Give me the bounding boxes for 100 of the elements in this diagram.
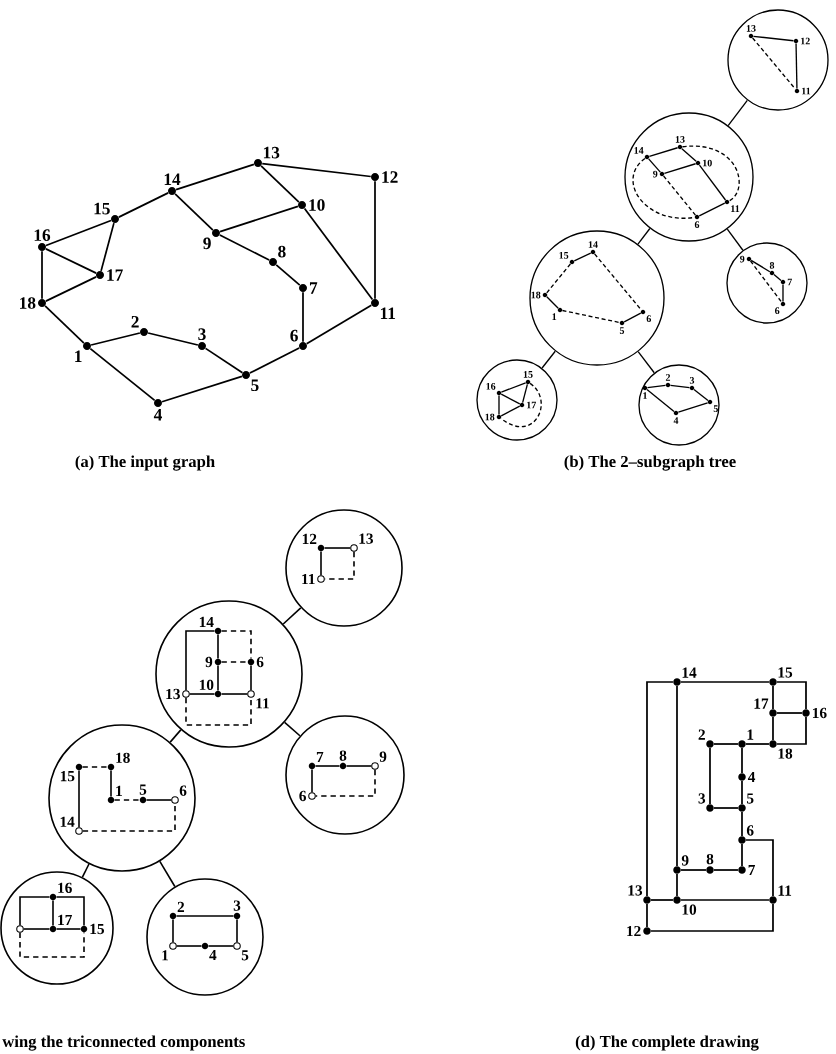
graph-vertex: 6 — [171, 785, 187, 804]
graph-vertex: 18 — [531, 291, 548, 299]
node-label: 12 — [627, 925, 641, 937]
graph-vertex: 6 — [290, 329, 307, 350]
edge-line — [681, 148, 697, 162]
edge-line — [89, 347, 156, 402]
edge-line — [776, 716, 807, 745]
tree-edge — [283, 721, 301, 737]
edge-line — [314, 765, 341, 767]
node-label: 11 — [731, 205, 740, 212]
graph-vertex: 15 — [94, 202, 119, 223]
edge-line — [521, 383, 529, 404]
graph-vertex: 17 — [754, 698, 777, 717]
graph-vertex: 14 — [634, 147, 650, 160]
edge-line — [545, 263, 572, 294]
edge-line — [219, 205, 299, 233]
node-label: 5 — [251, 379, 259, 392]
graph-vertex: 6 — [738, 825, 754, 844]
edge-line — [650, 903, 774, 932]
graph-vertex: 10 — [199, 679, 222, 698]
component-circle — [624, 112, 754, 242]
component-circle — [0, 871, 114, 985]
edge-line — [677, 402, 709, 413]
graph-vertex: 16 — [802, 707, 827, 719]
edge-line — [741, 780, 743, 805]
node-label: 9 — [203, 237, 211, 250]
graph-vertex: 3 — [698, 793, 714, 812]
edge-line — [45, 219, 112, 247]
edge-line — [236, 918, 238, 943]
edge-line — [260, 165, 300, 203]
tree-edge — [159, 860, 176, 888]
edge-line — [573, 252, 592, 262]
graph-vertex: 18 — [769, 740, 793, 759]
node-label: 5 — [746, 793, 754, 804]
edge-line — [776, 681, 807, 710]
graph-vertex: 4 — [673, 410, 679, 424]
component-circle — [529, 230, 665, 366]
node-label: 9 — [653, 170, 658, 178]
edge-line — [741, 747, 743, 774]
node-label: 8 — [706, 853, 714, 865]
node-label: 4 — [209, 950, 217, 961]
edge-line — [176, 945, 203, 947]
component-circle — [48, 724, 196, 872]
edge-line — [741, 843, 743, 867]
edge-line — [41, 250, 43, 300]
edge-line — [314, 769, 376, 797]
edge-line — [650, 899, 674, 901]
edge-line — [220, 693, 248, 695]
node-label: 15 — [90, 923, 105, 935]
component-circle — [285, 509, 403, 627]
edge-line — [782, 283, 784, 303]
node-label: 5 — [139, 784, 147, 795]
node-label: 2 — [131, 315, 139, 328]
node-label: 1 — [75, 350, 82, 363]
node-label: 6 — [179, 785, 187, 796]
edge-line — [189, 693, 216, 695]
graph-vertex: 15 — [80, 923, 105, 935]
node-label: 3 — [689, 377, 695, 384]
node-label: 1 — [552, 313, 557, 320]
edge-line — [145, 799, 172, 801]
graph-vertex: 2 — [698, 729, 714, 748]
edge-line — [217, 633, 219, 660]
graph-vertex: 7 — [780, 278, 792, 286]
edge-line — [44, 276, 98, 302]
graph-vertex: 11 — [794, 87, 811, 95]
node-label: 4 — [673, 417, 679, 424]
graph-vertex: 11 — [371, 299, 396, 319]
node-label: 15 — [60, 771, 75, 782]
edge-line — [646, 388, 675, 413]
graph-vertex: 1 — [107, 785, 122, 804]
graph-vertex: 1 — [75, 342, 91, 362]
node-label: 6 — [256, 656, 264, 668]
graph-vertex: 18 — [107, 752, 130, 771]
tree-edge — [727, 99, 748, 127]
graph-vertex: 14 — [673, 667, 697, 686]
edge-line — [175, 915, 235, 917]
component-circle — [146, 878, 264, 996]
edge-line — [623, 312, 642, 323]
graph-vertex: 2 — [665, 374, 671, 388]
edge-line — [749, 260, 783, 303]
edge-line — [81, 766, 109, 768]
graph-vertex: 12 — [302, 533, 325, 552]
edge-line — [218, 234, 271, 261]
graph-vertex: 9 — [653, 170, 665, 178]
node-label: 14 — [682, 667, 697, 678]
graph-vertex: 1 — [642, 385, 648, 399]
node-label: 5 — [713, 405, 718, 412]
edge-line — [795, 42, 798, 90]
graph-vertex: 10 — [673, 896, 697, 915]
graph-vertex: 14 — [164, 173, 181, 195]
node-label: 15 — [94, 202, 110, 215]
component-circle — [476, 359, 558, 441]
tree-edge — [541, 350, 556, 369]
graph-vertex: 13 — [628, 885, 651, 904]
edge-line — [709, 747, 711, 805]
graph-vertex: 4 — [153, 399, 162, 421]
node-label: 7 — [748, 864, 756, 876]
edge-line — [261, 162, 372, 178]
node-label: 17 — [58, 914, 72, 925]
node-label: 18 — [485, 413, 495, 421]
